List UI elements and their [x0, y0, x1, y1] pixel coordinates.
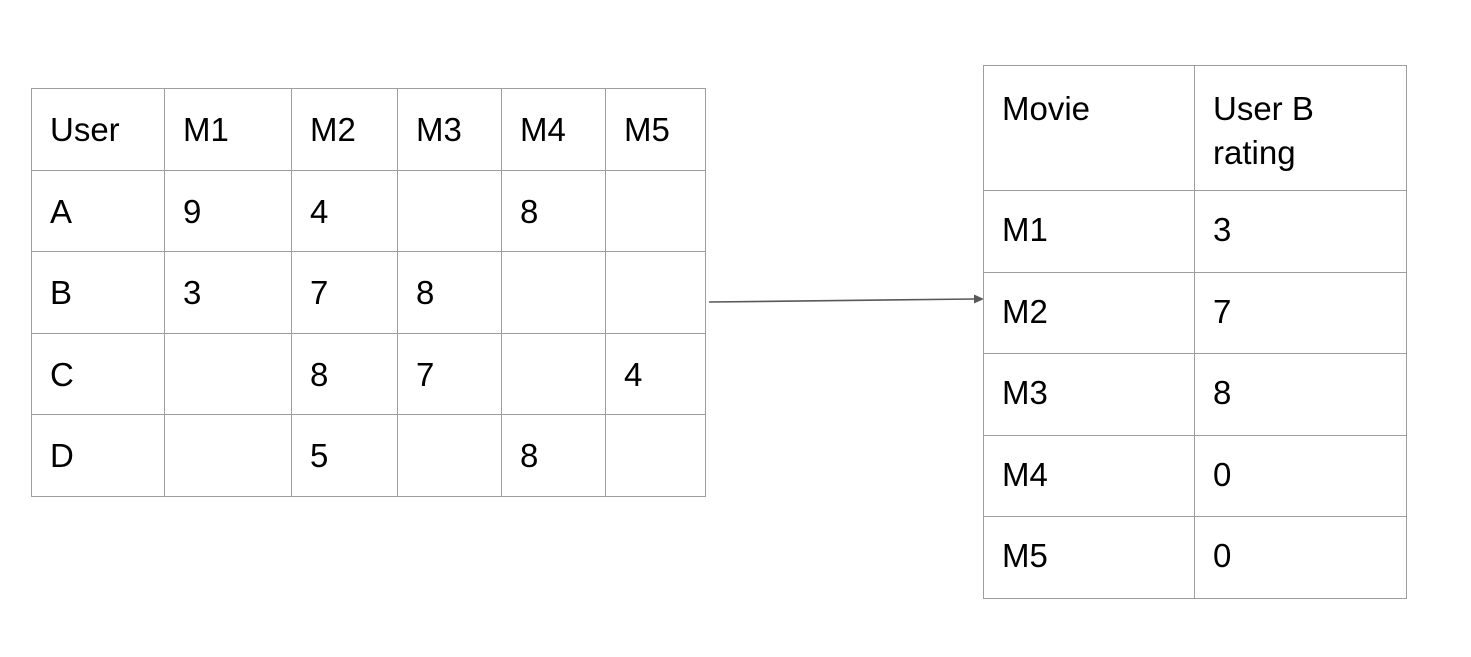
header-cell: User [31, 88, 165, 171]
rating-cell: 5 [291, 414, 398, 497]
rating-cell [501, 251, 606, 334]
rating-cell: 8 [397, 251, 502, 334]
ratings-matrix-table: User M1 M2 M3 M4 M5 A 9 4 8 B 3 7 8 C 8 … [31, 88, 706, 497]
table-row: M1 3 [983, 190, 1407, 273]
header-cell: M2 [291, 88, 398, 171]
rating-cell: 7 [397, 332, 502, 416]
rating-cell: 0 [1194, 516, 1407, 599]
header-cell: User B rating [1194, 65, 1407, 191]
rating-cell: 4 [605, 332, 706, 416]
rating-cell [605, 169, 706, 253]
user-cell: B [31, 251, 165, 334]
movie-cell: M5 [983, 516, 1195, 599]
rating-cell [397, 169, 502, 253]
rating-cell [605, 251, 706, 334]
table-row: M2 7 [983, 271, 1407, 355]
table-row: M3 8 [983, 353, 1407, 436]
movie-cell: M1 [983, 190, 1195, 273]
rating-cell [397, 414, 502, 497]
table-row: C 8 7 4 [31, 332, 706, 416]
rating-cell: 0 [1194, 434, 1407, 518]
user-cell: C [31, 332, 165, 416]
movie-cell: M2 [983, 271, 1195, 355]
table-row: D 5 8 [31, 414, 706, 497]
arrow-line [708, 298, 976, 303]
rating-cell [605, 414, 706, 497]
movie-cell: M3 [983, 353, 1195, 436]
rating-cell: 7 [1194, 271, 1407, 355]
arrowhead [974, 294, 984, 304]
rating-cell: 7 [291, 251, 398, 334]
rating-cell: 8 [291, 332, 398, 416]
rating-cell [164, 332, 292, 416]
table-row: M4 0 [983, 434, 1407, 518]
user-b-header-row: Movie User B rating [983, 65, 1407, 191]
user-b-ratings-table: Movie User B rating M1 3 M2 7 M3 8 M4 0 … [983, 65, 1407, 599]
rating-cell: 3 [1194, 190, 1407, 273]
rating-cell: 8 [1194, 353, 1407, 436]
movie-cell: M4 [983, 434, 1195, 518]
header-cell: M5 [605, 88, 706, 171]
table-row: A 9 4 8 [31, 169, 706, 253]
header-cell: M1 [164, 88, 292, 171]
rating-cell: 4 [291, 169, 398, 253]
header-cell: Movie [983, 65, 1195, 191]
rating-cell: 8 [501, 169, 606, 253]
user-cell: D [31, 414, 165, 497]
table-row: M5 0 [983, 516, 1407, 599]
